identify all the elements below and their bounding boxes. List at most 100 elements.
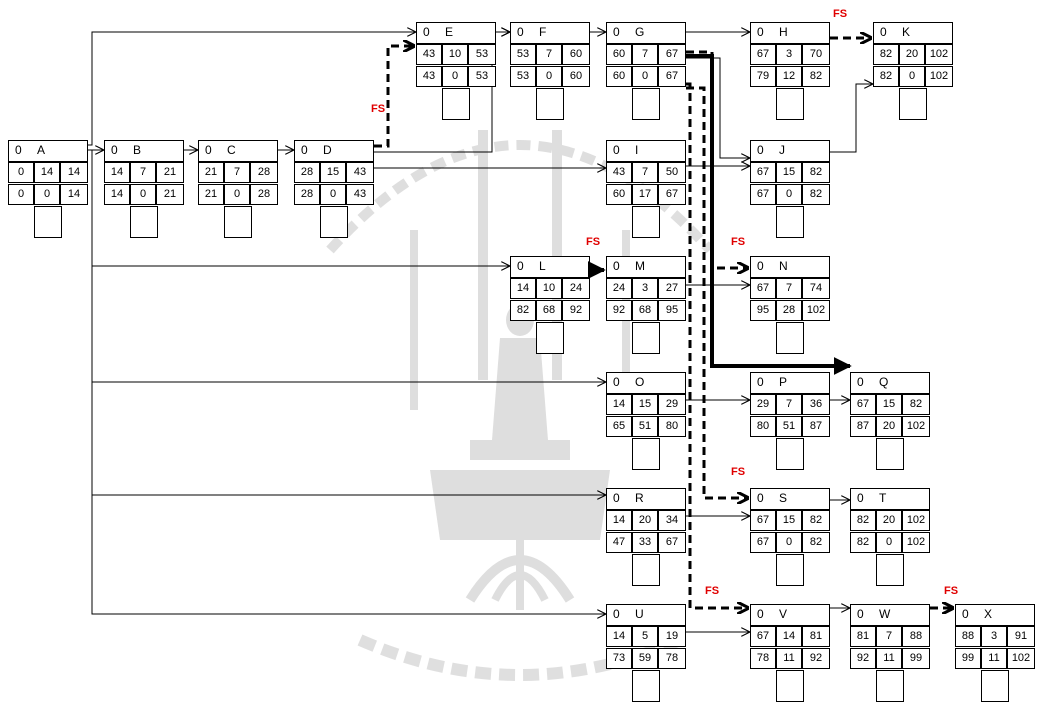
node-cell: 53 [510,44,536,65]
fs-label: FS [705,585,719,597]
node-slack-box [776,206,804,238]
node-slack-box [776,554,804,586]
node-cell: 82 [873,44,899,65]
node-header: 0T [850,488,930,510]
node-cell: 79 [750,66,776,87]
node-cell: 0 [224,184,250,205]
node-slack-box [130,206,158,238]
node-cell: 3 [776,44,802,65]
node-cell: 92 [606,300,632,321]
node-header-value: 0 [15,143,22,157]
activity-label: G [635,25,644,39]
node-header-value: 0 [757,259,764,273]
node-header-value: 0 [613,25,620,39]
node-cell: 82 [802,510,830,531]
node-cell: 53 [468,44,496,65]
node-cell: 14 [510,278,536,299]
node-cell: 68 [536,300,562,321]
node-cell: 82 [802,66,830,87]
node-cell: 91 [1007,626,1035,647]
node-header-value: 0 [111,143,118,157]
fs-label: FS [833,8,847,20]
node-cell: 15 [320,162,346,183]
node-header: 0O [606,372,686,394]
node-header: 0L [510,256,590,278]
node-cell: 29 [658,394,686,415]
node-cell: 14 [606,626,632,647]
activity-label: B [133,143,141,157]
node-cell: 0 [442,66,468,87]
node-header-value: 0 [857,375,864,389]
node-cell: 88 [955,626,981,647]
node-cell: 43 [346,184,374,205]
node-cell: 92 [850,648,876,669]
fs-label: FS [731,236,745,248]
node-cell: 3 [632,278,658,299]
node-cell: 59 [632,648,658,669]
node-header-value: 0 [517,25,524,39]
node-header-value: 0 [613,491,620,505]
activity-label: O [635,375,644,389]
activity-label: X [984,607,992,621]
node-cell: 0 [632,66,658,87]
node-header: 0A [8,140,88,162]
node-cell: 28 [294,184,320,205]
node-header-value: 0 [205,143,212,157]
node-cell: 15 [776,510,802,531]
node-cell: 67 [750,626,776,647]
node-cell: 81 [802,626,830,647]
node-header-value: 0 [301,143,308,157]
activity-label: H [779,25,788,39]
node-cell: 0 [8,162,34,183]
node-cell: 80 [750,416,776,437]
node-header-value: 0 [857,491,864,505]
node-cell: 7 [776,394,802,415]
node-cell: 21 [198,184,224,205]
node-cell: 67 [750,510,776,531]
node-cell: 29 [750,394,776,415]
node-cell: 47 [606,532,632,553]
node-cell: 67 [658,44,686,65]
node-header: 0N [750,256,830,278]
node-cell: 10 [536,278,562,299]
node-cell: 20 [899,44,925,65]
activity-label: P [779,375,787,389]
node-cell: 24 [606,278,632,299]
activity-label: K [902,25,910,39]
node-header: 0J [750,140,830,162]
node-slack-box [981,670,1009,702]
node-cell: 92 [562,300,590,321]
node-cell: 43 [346,162,374,183]
node-header: 0V [750,604,830,626]
node-cell: 14 [776,626,802,647]
node-slack-box [632,438,660,470]
activity-label: F [539,25,546,39]
node-cell: 82 [850,532,876,553]
